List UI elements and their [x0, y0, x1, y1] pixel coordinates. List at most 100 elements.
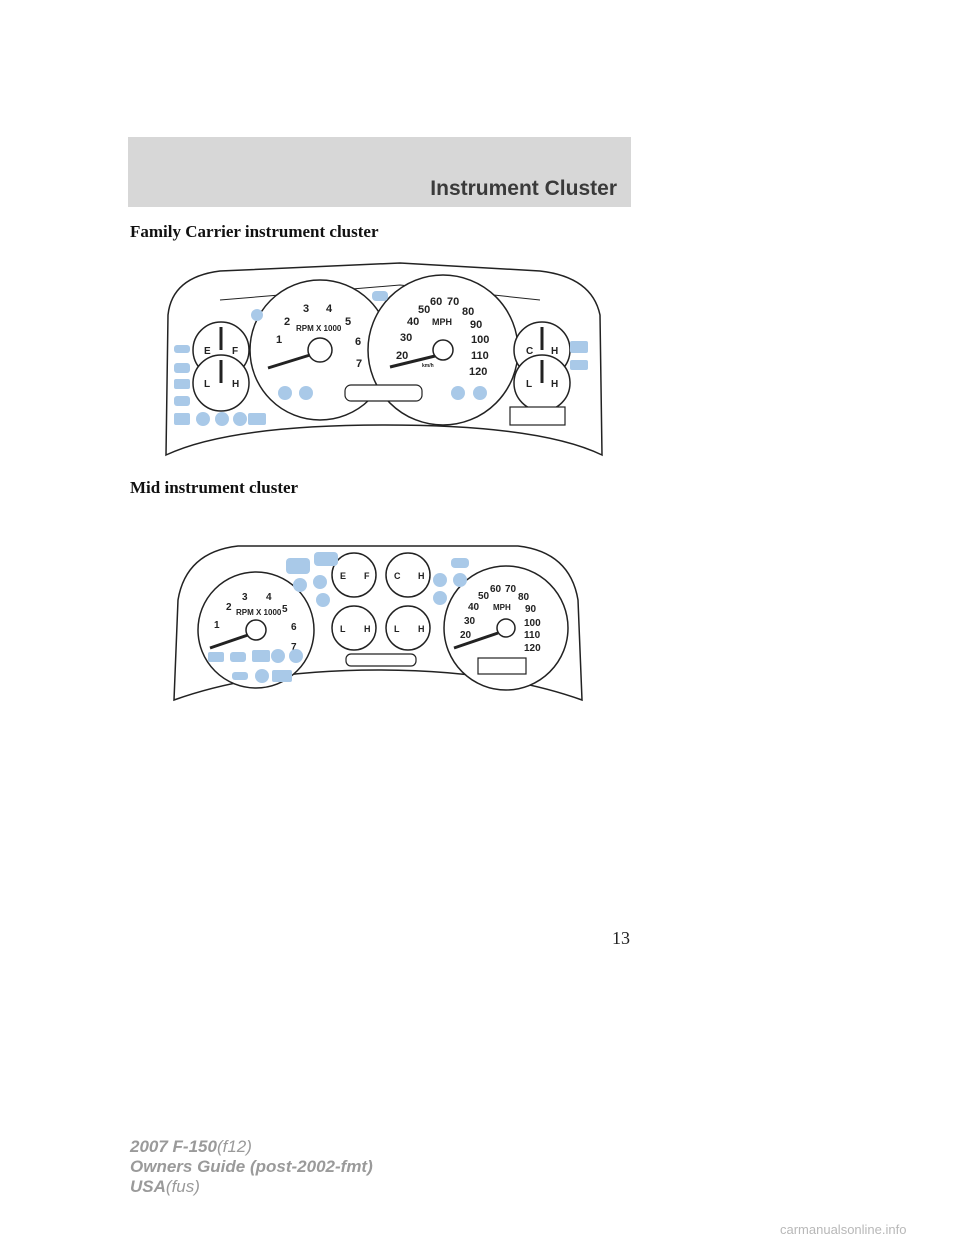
right-turn-icon [451, 386, 465, 400]
battery-icon [174, 379, 190, 389]
mid-wrench-icon [232, 672, 248, 680]
caption-mid-cluster: Mid instrument cluster [130, 478, 299, 497]
mid-tach-number-6: 6 [291, 622, 297, 633]
mph-number-100: 100 [471, 334, 489, 346]
mid-mph-number-50: 50 [478, 591, 490, 602]
mid-door-ajar-icon [289, 649, 303, 663]
temp-hot-label: H [551, 346, 558, 357]
mid-brake-icon [252, 650, 270, 662]
tach-number-1: 1 [276, 334, 282, 346]
mph-number-120: 120 [469, 366, 487, 378]
mid-check-engine-icon [230, 652, 246, 662]
mid-oil-high-label: H [364, 624, 371, 634]
mid-mph-number-90: 90 [525, 604, 537, 615]
mph-label: MPH [432, 317, 452, 327]
mid-battery-icon [208, 652, 224, 662]
mid-fuel-gauge [331, 552, 377, 598]
mid-cluster-figure: RPM X 1000 1 2 3 4 5 6 7 E F C H L H L H… [173, 545, 583, 702]
tach-number-6: 6 [355, 336, 361, 348]
brake-warning-icon [174, 413, 190, 425]
odometer-display [509, 406, 566, 426]
volt-low-label: L [526, 379, 532, 390]
cruise-icon [473, 386, 487, 400]
mph-number-70: 70 [447, 296, 459, 308]
mid-abs-icon [271, 649, 285, 663]
tach-number-5: 5 [345, 316, 351, 328]
mid-temp-cold-label: C [394, 571, 401, 581]
mid-headlamp-icon [451, 558, 469, 568]
mid-mph-number-40: 40 [468, 602, 480, 613]
mid-four-hi-icon [314, 552, 338, 566]
volt-high-label: H [551, 379, 558, 390]
mid-volt-low-label: L [394, 624, 400, 634]
caption-family-carrier: Family Carrier instrument cluster [130, 222, 379, 241]
mid-mph-number-80: 80 [518, 592, 530, 603]
four-low-icon [570, 341, 588, 353]
oil-high-label: H [232, 379, 239, 390]
mph-number-80: 80 [462, 306, 474, 318]
mid-volt-high-label: H [418, 624, 425, 634]
mid-mph-number-110: 110 [524, 630, 541, 641]
mid-oil-gauge [331, 605, 377, 651]
mid-tach-number-2: 2 [226, 602, 232, 613]
mid-fuel-full-label: F [364, 571, 370, 581]
page-number: 13 [612, 928, 630, 948]
mid-turn-icon [433, 573, 447, 587]
airbag-icon [215, 412, 229, 426]
family-carrier-cluster-figure: E F L H RPM X 1000 1 2 3 4 5 6 7 MPH 20 … [165, 262, 603, 457]
footer: 2007 F-150(f12) Owners Guide (post-2002-… [130, 1137, 373, 1197]
mid-od-off-icon [272, 670, 292, 682]
mid-four-low-icon [286, 558, 310, 574]
tire-pressure-icon [174, 363, 190, 373]
message-center-display [344, 384, 423, 402]
mph-number-50: 50 [418, 304, 430, 316]
rpm-label: RPM X 1000 [296, 324, 342, 333]
footer-model-code: (f12) [216, 1137, 252, 1156]
door-ajar-icon [278, 386, 292, 400]
four-hi-icon [570, 360, 588, 370]
left-turn-icon [299, 386, 313, 400]
mid-mph-number-70: 70 [505, 584, 517, 595]
mid-odometer-display [477, 657, 527, 675]
mid-mph-number-30: 30 [464, 616, 476, 627]
mph-number-90: 90 [470, 319, 482, 331]
tach-number-7: 7 [356, 358, 362, 370]
traction-icon [233, 412, 247, 426]
abs-icon [196, 412, 210, 426]
mph-number-60: 60 [430, 296, 442, 308]
mid-tach-number-3: 3 [242, 592, 248, 603]
mid-traction-icon [316, 593, 330, 607]
wrench-icon [174, 345, 190, 353]
footer-region: USA [130, 1177, 166, 1196]
temp-cold-label: C [526, 346, 533, 357]
mid-tach-number-4: 4 [266, 592, 272, 603]
tach-number-3: 3 [303, 303, 309, 315]
mid-oil-low-label: L [340, 624, 346, 634]
tach-number-2: 2 [284, 316, 290, 328]
mid-seatbelt-right-icon [453, 573, 467, 587]
mid-rpm-label: RPM X 1000 [236, 608, 282, 617]
mid-seatbelt-icon [293, 578, 307, 592]
mph-number-20: 20 [396, 350, 408, 362]
mid-temperature-gauge [385, 552, 431, 598]
mid-airbag-icon [313, 575, 327, 589]
watermark: carmanualsonline.info [780, 1222, 907, 1237]
mid-tach-number-7: 7 [291, 642, 297, 653]
mid-mph-number-120: 120 [524, 643, 541, 654]
footer-model: 2007 F-150 [130, 1137, 217, 1156]
mid-fuel-empty-label: E [340, 571, 346, 581]
mid-mph-number-60: 60 [490, 584, 502, 595]
page-title: Instrument Cluster [430, 177, 617, 200]
fuel-empty-label: E [204, 346, 211, 357]
mid-tach-number-5: 5 [282, 604, 288, 615]
footer-guide: Owners Guide (post-2002-fmt) [130, 1157, 373, 1176]
mid-tire-pressure-icon [255, 669, 269, 683]
check-engine-icon [174, 396, 190, 406]
mid-mph-number-20: 20 [460, 630, 472, 641]
mid-mph-label: MPH [493, 603, 511, 612]
mph-number-30: 30 [400, 332, 412, 344]
mph-number-110: 110 [471, 350, 489, 362]
mid-tach-number-1: 1 [214, 620, 220, 631]
header-band: Instrument Cluster [128, 137, 631, 207]
mid-mph-number-100: 100 [524, 618, 541, 629]
